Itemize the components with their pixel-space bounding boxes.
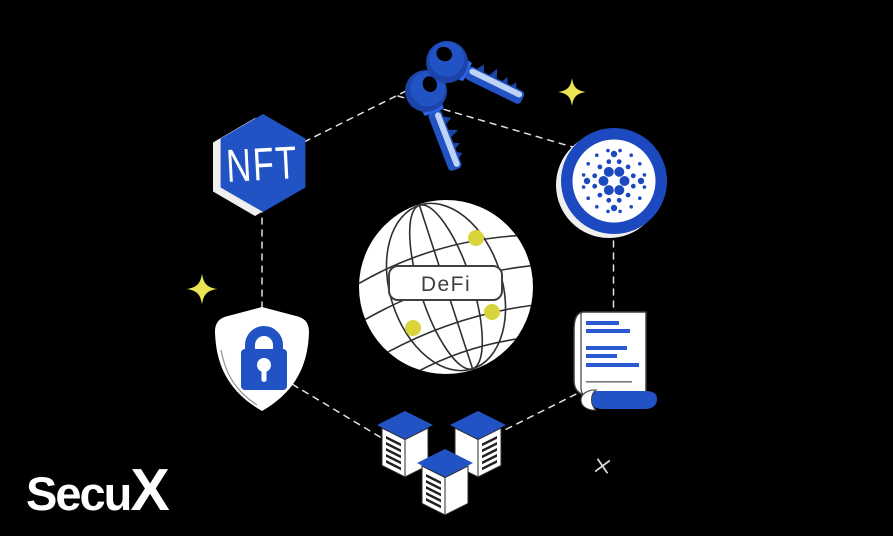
sparkle-star-icon (186, 273, 218, 305)
brand-logo: SecuX (26, 458, 170, 523)
nft-hexagon (220, 114, 306, 212)
scroll-roll-curl (580, 389, 598, 411)
defi-globe-icon: DeFi (359, 200, 533, 374)
nft-label: NFT (225, 136, 299, 192)
cardano-coin-icon (556, 128, 667, 238)
server-cube-front (417, 449, 473, 516)
defi-label-box (388, 265, 503, 301)
sparkle-star-icon (558, 78, 586, 106)
shield-echo-line (220, 349, 258, 406)
globe-node-dot (405, 320, 421, 336)
key-upper (426, 41, 525, 104)
smart-contract-document-icon (573, 311, 657, 411)
brand-x: X (130, 457, 170, 523)
brand-text: Secu (26, 467, 132, 520)
document-text-lines (586, 321, 639, 383)
nft-hexagon-badge-icon: NFT (213, 114, 306, 216)
globe-node-dot (468, 230, 484, 246)
defi-label: DeFi (421, 273, 471, 296)
globe-node-dot (484, 304, 500, 320)
server-cube-right (450, 411, 506, 478)
cardano-dot-pattern (581, 148, 647, 214)
security-shield-lock-icon (215, 307, 309, 411)
key-lower (405, 70, 463, 171)
private-keys-icon (405, 41, 525, 171)
small-cross-sparkle-icon (594, 458, 611, 474)
padlock-shackle (245, 326, 283, 352)
blockchain-server-cubes-icon (377, 411, 506, 516)
server-cube-left (377, 411, 433, 478)
padlock-keyhole (257, 358, 271, 372)
scroll-roll (590, 391, 657, 409)
